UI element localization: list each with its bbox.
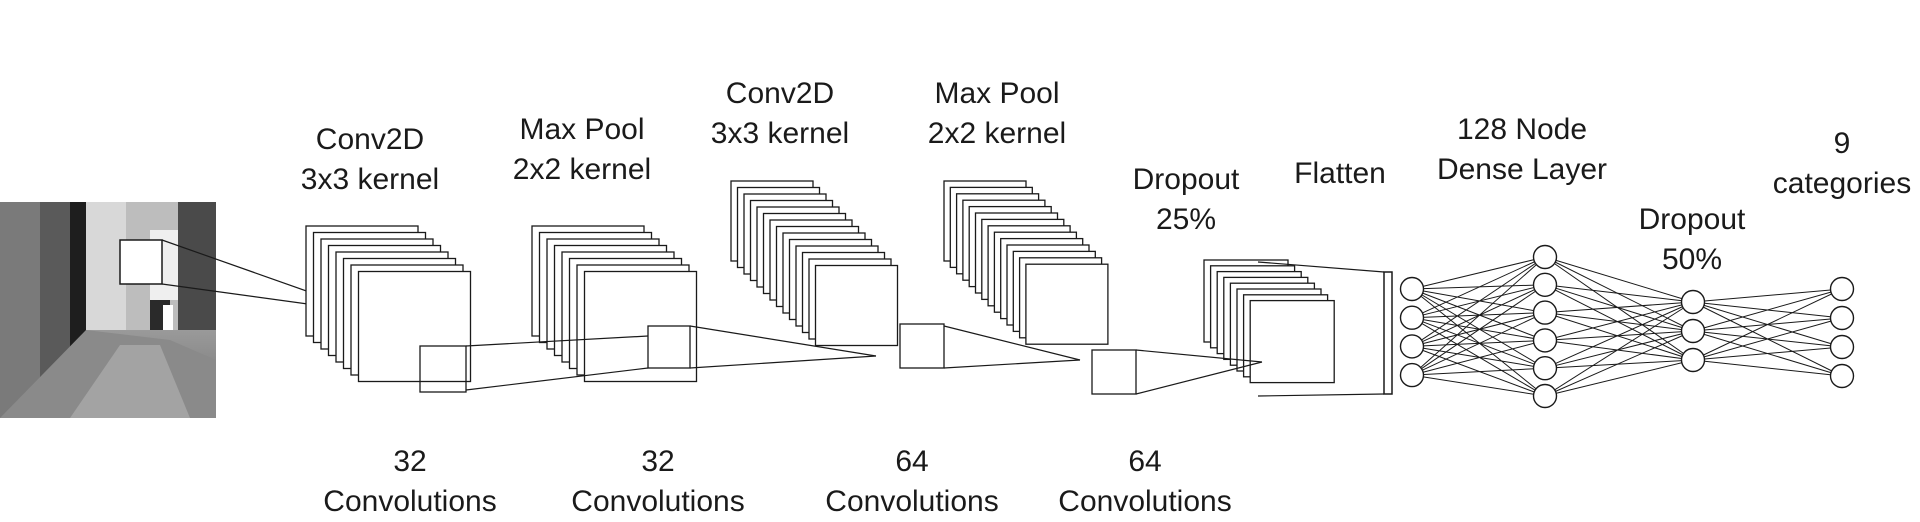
dense-node xyxy=(1532,328,1558,353)
connection-line xyxy=(1544,256,1694,303)
dense-node xyxy=(1532,244,1558,270)
kernel-window-pool1 xyxy=(647,325,691,369)
connection-line xyxy=(1544,339,1694,361)
stack-pool2 xyxy=(943,180,1137,395)
input-node xyxy=(1399,305,1425,330)
connection-line xyxy=(1544,284,1694,332)
kernel-window-conv1 xyxy=(419,345,467,393)
feature-map-dropout1 xyxy=(1249,299,1335,384)
kernel-link-line xyxy=(943,359,1081,369)
connection-line xyxy=(1692,288,1843,361)
connection-line xyxy=(1411,374,1546,397)
input-image xyxy=(0,202,216,418)
input-node xyxy=(1399,334,1425,359)
input-node xyxy=(1399,362,1425,388)
connection-line xyxy=(1544,359,1694,397)
kernel-link-line xyxy=(1135,361,1263,395)
output-node xyxy=(1829,276,1855,302)
kernel-connection-lines xyxy=(465,325,1263,395)
connection-line xyxy=(1544,330,1694,397)
stack-dropout1 xyxy=(1203,259,1335,384)
kernel-link-line xyxy=(943,325,1081,361)
connection-line xyxy=(1544,301,1694,314)
dropout-node xyxy=(1680,289,1706,315)
connection-line xyxy=(1411,312,1546,376)
connection-line xyxy=(1544,330,1694,369)
feature-map-pool2 xyxy=(1025,263,1109,345)
flatten-vector xyxy=(1257,261,1393,397)
connection-line xyxy=(1544,359,1694,369)
dense-connections xyxy=(1411,256,1843,397)
connection-line xyxy=(1411,256,1546,319)
output-node xyxy=(1829,363,1855,389)
kernel-window-pool2 xyxy=(1091,349,1137,395)
output-node xyxy=(1829,334,1855,360)
connection-line xyxy=(1544,256,1694,332)
input-node xyxy=(1399,276,1425,302)
connection-line xyxy=(1544,301,1694,397)
dense-node xyxy=(1532,356,1558,381)
kernel-link-line xyxy=(689,325,877,357)
connection-line xyxy=(1692,359,1843,377)
dense-node xyxy=(1532,300,1558,325)
kernel-link-line xyxy=(465,367,649,391)
connection-line xyxy=(1411,339,1546,376)
dense-node xyxy=(1532,383,1558,409)
connection-line xyxy=(1692,288,1843,303)
kernel-link-line xyxy=(465,335,649,347)
feature-map-conv1 xyxy=(357,270,472,383)
connection-line xyxy=(1544,330,1694,341)
connection-line xyxy=(1411,256,1546,376)
feature-map-stacks xyxy=(305,180,1335,395)
stack-conv2 xyxy=(730,180,945,369)
connection-line xyxy=(1411,256,1546,347)
stack-pool1 xyxy=(531,225,698,383)
kernel-link-line xyxy=(689,355,877,369)
connection-line xyxy=(1544,284,1694,303)
kernel-link-line xyxy=(1135,349,1263,363)
output-node xyxy=(1829,305,1855,331)
connection-line xyxy=(1544,256,1694,361)
dense-nodes xyxy=(1399,244,1855,409)
connection-line xyxy=(1692,288,1843,332)
connection-line xyxy=(1544,284,1694,361)
dropout-node xyxy=(1680,318,1706,344)
connection-line xyxy=(1411,256,1546,290)
connection-line xyxy=(1411,284,1546,376)
kernel-window-conv2 xyxy=(899,323,945,369)
connection-line xyxy=(1692,317,1843,361)
connection-line xyxy=(1544,301,1694,341)
connection-line xyxy=(1544,301,1694,369)
connection-line xyxy=(1544,312,1694,361)
connection-line xyxy=(1544,312,1694,332)
dropout-node xyxy=(1680,347,1706,373)
label-flatten-top: Flatten xyxy=(1294,157,1386,190)
connection-line xyxy=(1692,346,1843,361)
dense-node xyxy=(1532,272,1558,297)
connection-line xyxy=(1411,367,1546,376)
feature-map-conv2 xyxy=(814,264,899,347)
stack-conv1 xyxy=(305,225,472,393)
